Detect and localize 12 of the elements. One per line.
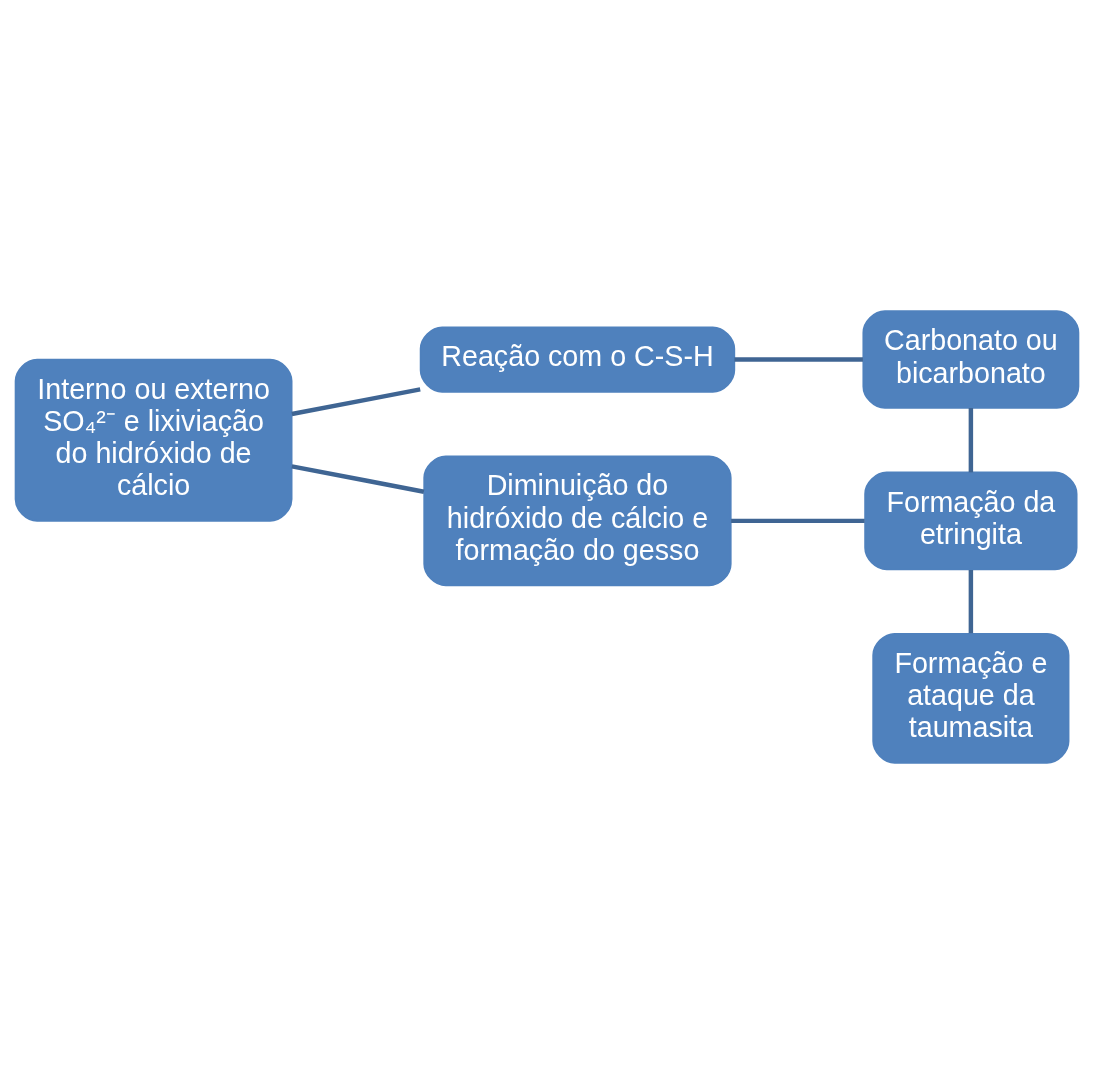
node-box: Diminuição do hidróxido de cálcio e formação do gesso [423,455,732,587]
node-box: Formação da etringita [864,471,1078,571]
node-box: Carbonato ou bicarbonato [862,310,1080,409]
connector [968,570,974,634]
connector [291,464,425,494]
node-box: Formação e ataque da taumasita [872,632,1070,764]
connector [968,408,974,473]
node-box: Interno ou externo SO₄²⁻ e lixiviação do hidróxido de cálcio [14,358,293,522]
node-box: Reação com o C-S-H [419,326,736,393]
connector [291,387,421,417]
connector [731,518,865,524]
connector [734,357,863,362]
